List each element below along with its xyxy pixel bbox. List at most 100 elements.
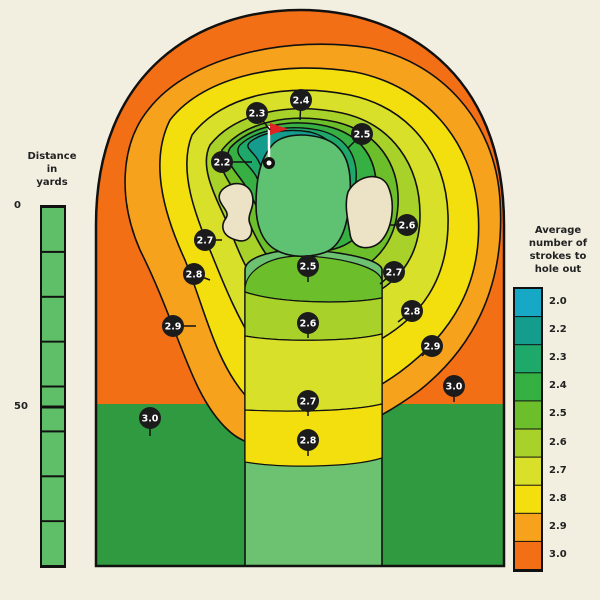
distance-tick-50: 50 xyxy=(14,401,28,412)
contour-label-badge xyxy=(297,312,319,334)
distance-title-line-1: Distance xyxy=(27,151,77,162)
strokes-legend-title: Average number of strokes to hole out xyxy=(516,224,600,276)
contour-label-2.8: 2.8 xyxy=(297,429,319,456)
contour-label-badge xyxy=(383,261,405,283)
contour-label-text: 2.8 xyxy=(300,436,317,447)
flag-icon xyxy=(270,123,288,135)
contour-label-2.3: 2.3 xyxy=(246,102,271,131)
contour-label-3.0: 3.0 xyxy=(443,375,465,402)
contour-label-text: 2.4 xyxy=(293,96,310,107)
right-bunker xyxy=(345,175,394,249)
strokes-swatch-2.7 xyxy=(515,457,541,485)
contour-label-text: 2.2 xyxy=(214,158,231,169)
distance-legend-title: Distance in yards xyxy=(20,150,84,189)
contour-label-badge xyxy=(297,390,319,412)
distance-segment xyxy=(42,342,64,386)
distance-segments xyxy=(42,208,64,565)
contour-label-badge xyxy=(183,263,205,285)
distance-segment xyxy=(42,387,64,431)
contour-label-badge xyxy=(162,315,184,337)
contour-label-2.9: 2.9 xyxy=(421,335,443,357)
contour-label-badge xyxy=(297,255,319,277)
strokes-tick-2.6: 2.6 xyxy=(549,436,567,448)
distance-tick-0: 0 xyxy=(14,200,21,211)
strokes-tick-3.0: 3.0 xyxy=(549,548,567,560)
strokes-title-line-2: number of xyxy=(528,238,588,249)
contour-label-badge xyxy=(211,151,233,173)
contour-label-text: 2.7 xyxy=(197,236,214,247)
contour-label-badge xyxy=(246,102,268,124)
contour-label-text: 2.8 xyxy=(186,270,203,281)
contour-label-text: 2.5 xyxy=(354,130,371,141)
contour-label-2.5: 2.5 xyxy=(347,123,373,149)
contour-label-text: 2.6 xyxy=(300,319,317,330)
strokes-tick-2.5: 2.5 xyxy=(549,408,567,420)
contour-labels: 2.2 2.3 2.4 2.5 2.6 2.7 2.7 2.8 2.8 2.9 2.9 3.0 3.0 2… xyxy=(139,89,465,456)
contour-label-text: 2.7 xyxy=(300,397,317,408)
distance-segment xyxy=(42,477,64,521)
contour-label-badge xyxy=(351,123,373,145)
distance-title-line-2: in xyxy=(46,164,58,175)
strokes-swatch-3.0 xyxy=(515,541,541,569)
distance-segment xyxy=(42,432,64,476)
strokes-swatch-2.0 xyxy=(515,289,541,317)
contour-label-text: 3.0 xyxy=(142,414,159,425)
strokes-swatch-2.8 xyxy=(515,485,541,513)
strokes-tick-2.3: 2.3 xyxy=(549,352,567,364)
strokes-swatch-2.3 xyxy=(515,345,541,373)
contour-label-badge xyxy=(421,335,443,357)
contour-label-text: 2.5 xyxy=(300,262,317,273)
contour-label-badge xyxy=(194,229,216,251)
strokes-swatch-2.6 xyxy=(515,429,541,457)
contour-label-badge xyxy=(396,214,418,236)
strokes-segments xyxy=(515,289,541,569)
contour-label-2.6: 2.6 xyxy=(297,312,319,338)
left-bunker xyxy=(218,182,254,242)
distance-segment xyxy=(42,522,64,565)
strokes-swatch-2.2 xyxy=(515,317,541,345)
strokes-tick-2.8: 2.8 xyxy=(549,492,567,504)
contour-label-3.0: 3.0 xyxy=(139,407,161,436)
strokes-tick-2.2: 2.2 xyxy=(549,324,567,336)
contour-label-text: 2.6 xyxy=(399,221,416,232)
contour-label-badge xyxy=(290,89,312,111)
contour-label-2.2: 2.2 xyxy=(211,151,252,173)
contour-label-badge xyxy=(139,407,161,429)
contour-label-2.7: 2.7 xyxy=(194,229,222,251)
contour-label-text: 2.7 xyxy=(386,268,403,279)
strokes-tick-2.9: 2.9 xyxy=(549,520,567,532)
strokes-scale xyxy=(513,287,543,572)
strokes-title-line-4: hole out xyxy=(534,264,582,275)
contour-label-text: 2.9 xyxy=(165,322,182,333)
strokes-tick-2.0: 2.0 xyxy=(549,296,567,308)
cup-ring xyxy=(266,160,272,166)
contour-label-text: 2.8 xyxy=(404,307,421,318)
contour-label-2.8: 2.8 xyxy=(397,300,423,323)
strokes-title-line-1: Average xyxy=(534,225,582,236)
contour-label-2.8: 2.8 xyxy=(183,263,211,285)
contour-label-2.7: 2.7 xyxy=(379,261,405,285)
contour-label-badge xyxy=(401,300,423,322)
hole-map xyxy=(96,10,504,566)
contour-label-text: 3.0 xyxy=(446,382,463,393)
distance-segment xyxy=(42,252,64,296)
strokes-swatch-2.9 xyxy=(515,513,541,541)
distance-title-line-3: yards xyxy=(36,177,68,188)
contour-label-text: 2.3 xyxy=(249,109,266,120)
contour-label-2.7: 2.7 xyxy=(297,390,319,416)
distance-segment xyxy=(42,297,64,341)
distance-scale xyxy=(40,205,66,568)
hole-outline xyxy=(94,8,506,568)
putting-green xyxy=(255,134,352,258)
strokes-tick-2.4: 2.4 xyxy=(549,380,567,392)
contour-label-text: 2.9 xyxy=(424,342,441,353)
contour-label-2.5: 2.5 xyxy=(297,255,319,282)
contour-label-2.4: 2.4 xyxy=(290,89,312,121)
strokes-tick-2.7: 2.7 xyxy=(549,464,567,476)
distance-segment xyxy=(42,208,64,251)
strokes-swatch-2.4 xyxy=(515,373,541,401)
flagstick xyxy=(263,123,288,169)
contour-label-2.6: 2.6 xyxy=(390,214,418,236)
contour-label-2.9: 2.9 xyxy=(162,315,196,337)
